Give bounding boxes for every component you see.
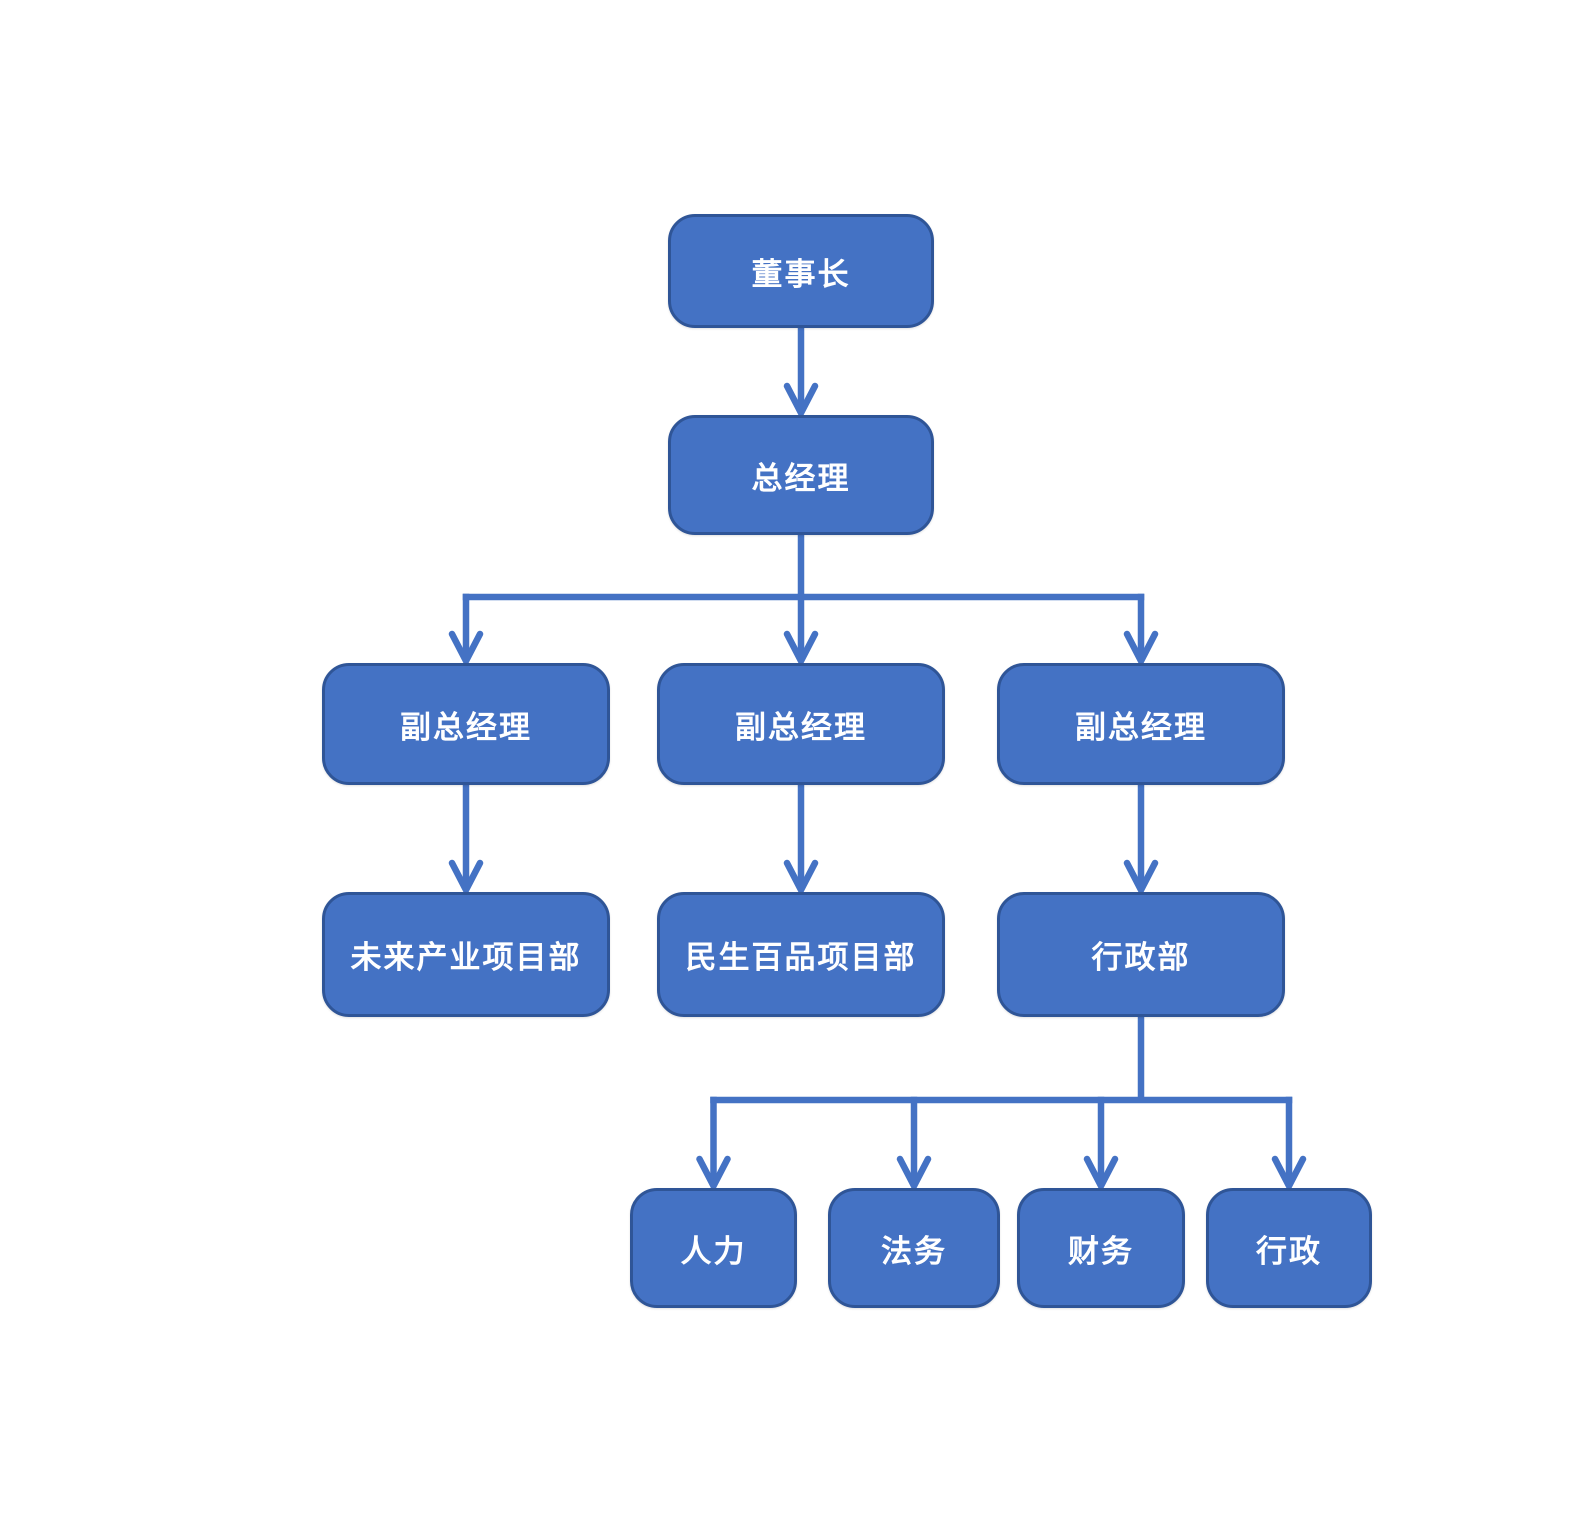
org-node-general-manager[interactable]: 总经理 xyxy=(668,415,934,535)
org-node-chairman[interactable]: 董事长 xyxy=(668,214,934,328)
org-node-future-industry-dept[interactable]: 未来产业项目部 xyxy=(322,892,610,1017)
org-node-admin[interactable]: 行政 xyxy=(1206,1188,1372,1308)
org-node-legal[interactable]: 法务 xyxy=(828,1188,1000,1308)
org-node-admin-dept[interactable]: 行政部 xyxy=(997,892,1285,1017)
org-node-hr[interactable]: 人力 xyxy=(630,1188,797,1308)
org-node-deputy-gm-left[interactable]: 副总经理 xyxy=(322,663,610,785)
org-node-deputy-gm-middle[interactable]: 副总经理 xyxy=(657,663,945,785)
org-node-deputy-gm-right[interactable]: 副总经理 xyxy=(997,663,1285,785)
org-node-minsheng-products-dept[interactable]: 民生百品项目部 xyxy=(657,892,945,1017)
org-node-finance[interactable]: 财务 xyxy=(1017,1188,1185,1308)
